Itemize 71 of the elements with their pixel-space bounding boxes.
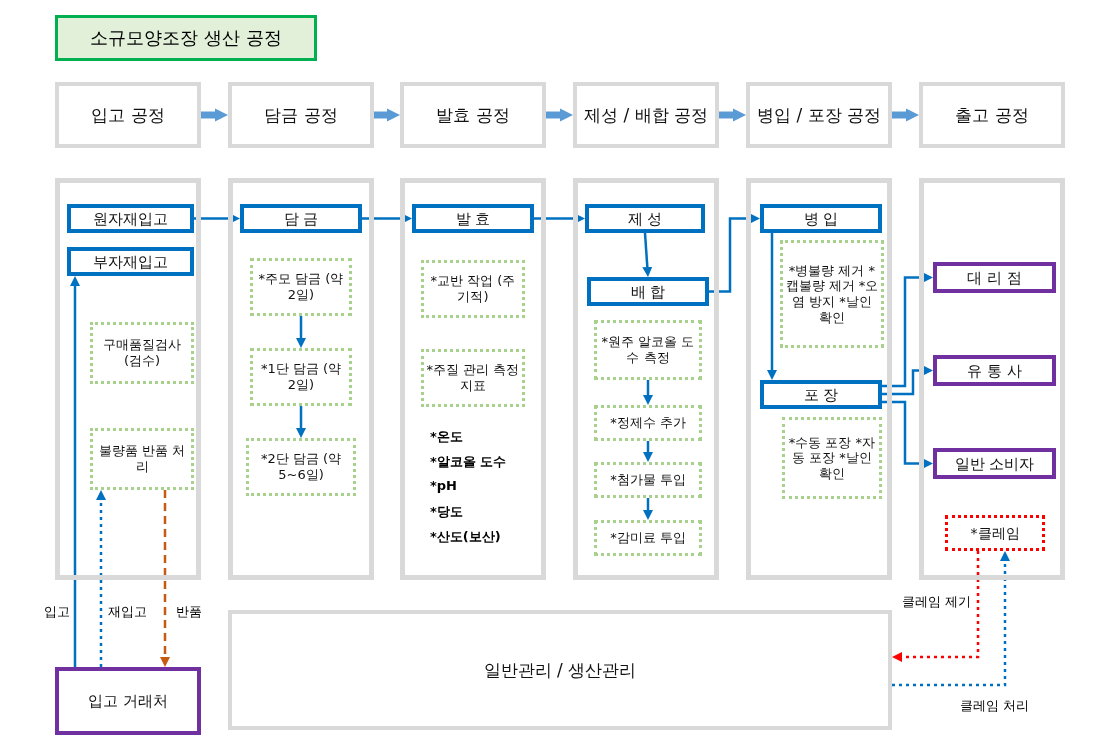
arrow xyxy=(892,108,919,122)
note-text: *산도(보산) xyxy=(430,528,501,546)
column-panel xyxy=(55,178,201,580)
process-box: 제 성 xyxy=(585,204,705,233)
arrow xyxy=(534,213,585,224)
column-panel xyxy=(573,178,719,580)
stage-header-box: 출고 공정 xyxy=(919,82,1065,148)
arrow xyxy=(362,213,412,224)
note-box: *감미료 투입 xyxy=(594,520,702,556)
edge-label: 반품 xyxy=(174,603,204,621)
column-panel xyxy=(919,178,1065,580)
edge-label: 입고 xyxy=(42,603,72,621)
stage-header-box: 발효 공정 xyxy=(400,82,546,148)
arrow xyxy=(892,551,1010,687)
note-text: *pH xyxy=(430,478,457,493)
note-box: *교반 작업 (주기적) xyxy=(421,260,525,318)
arrow xyxy=(892,551,980,662)
arrow xyxy=(719,108,746,122)
note-box: *주질 관리 측정 지표 xyxy=(421,349,525,407)
process-box: 부자재입고 xyxy=(67,247,194,276)
arrow xyxy=(296,316,306,348)
column-panel xyxy=(746,178,892,580)
partner-box: 일반 소비자 xyxy=(933,448,1056,479)
arrow xyxy=(201,108,228,122)
process-box: 담 금 xyxy=(240,204,362,233)
column-panel xyxy=(400,178,546,580)
stage-header-box: 병입 / 포장 공정 xyxy=(746,82,892,148)
partner-box: 입고 거래처 xyxy=(55,667,201,735)
note-box: *병불량 제거 *캡불량 제거 *오염 방지 *날인 확인 xyxy=(780,240,884,348)
arrow xyxy=(882,400,933,469)
partner-box: 유 통 사 xyxy=(933,355,1056,386)
arrow xyxy=(643,441,653,462)
process-box: 포 장 xyxy=(760,380,882,409)
partner-box: 대 리 점 xyxy=(933,262,1056,293)
arrow xyxy=(882,365,933,396)
claim-box: *클레임 xyxy=(945,515,1045,551)
arrow xyxy=(882,272,933,388)
edge-label: 재입고 xyxy=(106,603,149,621)
process-box: 배 합 xyxy=(587,277,709,306)
process-box: 원자재입고 xyxy=(67,204,194,233)
note-text: *온도 xyxy=(430,428,463,446)
arrow xyxy=(374,108,400,122)
arrow xyxy=(642,232,653,277)
note-box: 불량품 반품 처리 xyxy=(90,428,194,490)
note-text: *알코올 도수 xyxy=(430,453,507,471)
stage-header-box: 담금 공정 xyxy=(228,82,374,148)
arrow xyxy=(709,213,760,293)
process-box: 병 입 xyxy=(760,204,882,233)
note-text: *당도 xyxy=(430,503,463,521)
stage-header-box: 제성 / 배합 공정 xyxy=(573,82,719,148)
note-box: *2단 담금 (약 5~6일) xyxy=(246,438,356,496)
column-panel xyxy=(228,178,374,580)
arrow xyxy=(96,490,106,667)
note-box: 구매품질검사 (검수) xyxy=(90,322,194,384)
diagram-title: 소규모양조장 생산 공정 xyxy=(55,15,317,61)
note-box: *수동 포장 *자동 포장 *날인 확인 xyxy=(782,417,882,499)
arrow xyxy=(767,233,777,380)
note-box: *정제수 추가 xyxy=(594,405,702,441)
arrow xyxy=(296,406,306,438)
note-box: *주모 담금 (약 2일) xyxy=(250,258,352,316)
arrow xyxy=(160,490,170,667)
note-box: *첨가물 투입 xyxy=(594,462,702,498)
arrow xyxy=(70,276,80,667)
note-box: *원주 알코올 도수 측정 xyxy=(594,320,702,380)
arrow xyxy=(546,108,573,122)
management-box: 일반관리 / 생산관리 xyxy=(228,610,892,730)
arrow xyxy=(643,498,653,520)
stage-header-box: 입고 공정 xyxy=(55,82,201,148)
arrow xyxy=(643,380,653,405)
process-box: 발 효 xyxy=(412,204,534,233)
note-box: *1단 담금 (약 2일) xyxy=(250,348,352,406)
